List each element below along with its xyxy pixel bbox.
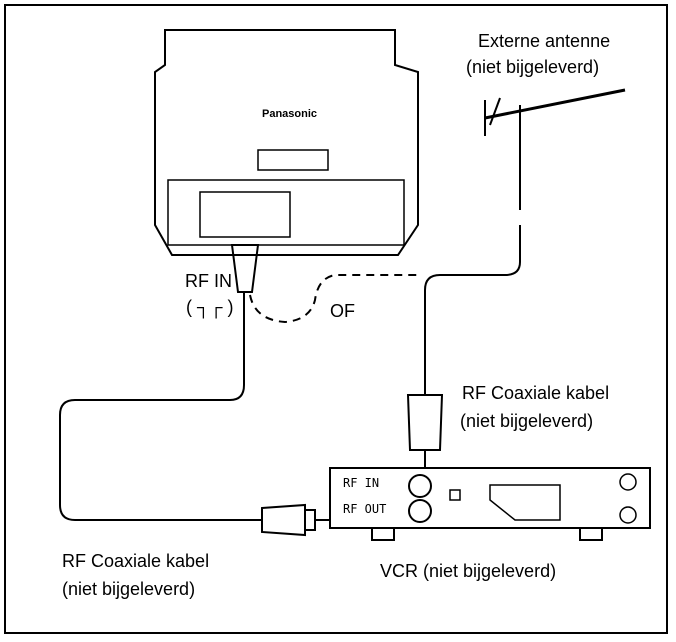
vcr-rf-in-label: RF IN [343,476,380,490]
tv-plug [230,244,260,293]
antenna-label-line1: Externe antenne [478,31,611,51]
vcr-label: VCR (niet bijgeleverd) [380,561,557,581]
tv-rear [154,29,419,256]
cable-right-line2: (niet bijgeleverd) [460,411,594,431]
left-cable [59,292,262,521]
tv-brand-label: Panasonic [262,108,318,120]
of-label: OF [330,301,355,321]
of-dashed-cable [249,274,420,324]
right-plug [406,394,444,451]
rf-in-label: RF IN [185,271,232,291]
cable-right-line1: RF Coaxiale kabel [462,383,610,403]
vcr-body [329,467,651,541]
diagram-frame [4,4,668,634]
vcr-rf-out-label: RF OUT [343,502,387,516]
cable-left-line2: (niet bijgeleverd) [62,579,196,599]
left-plug [261,503,306,537]
antenna-label-line2: (niet bijgeleverd) [466,57,600,77]
cable-left-line1: RF Coaxiale kabel [62,551,210,571]
antenna-drawing [484,88,626,136]
rf-in-symbol: ( ┐┌ ) [186,297,234,317]
antenna-cable [424,105,521,395]
